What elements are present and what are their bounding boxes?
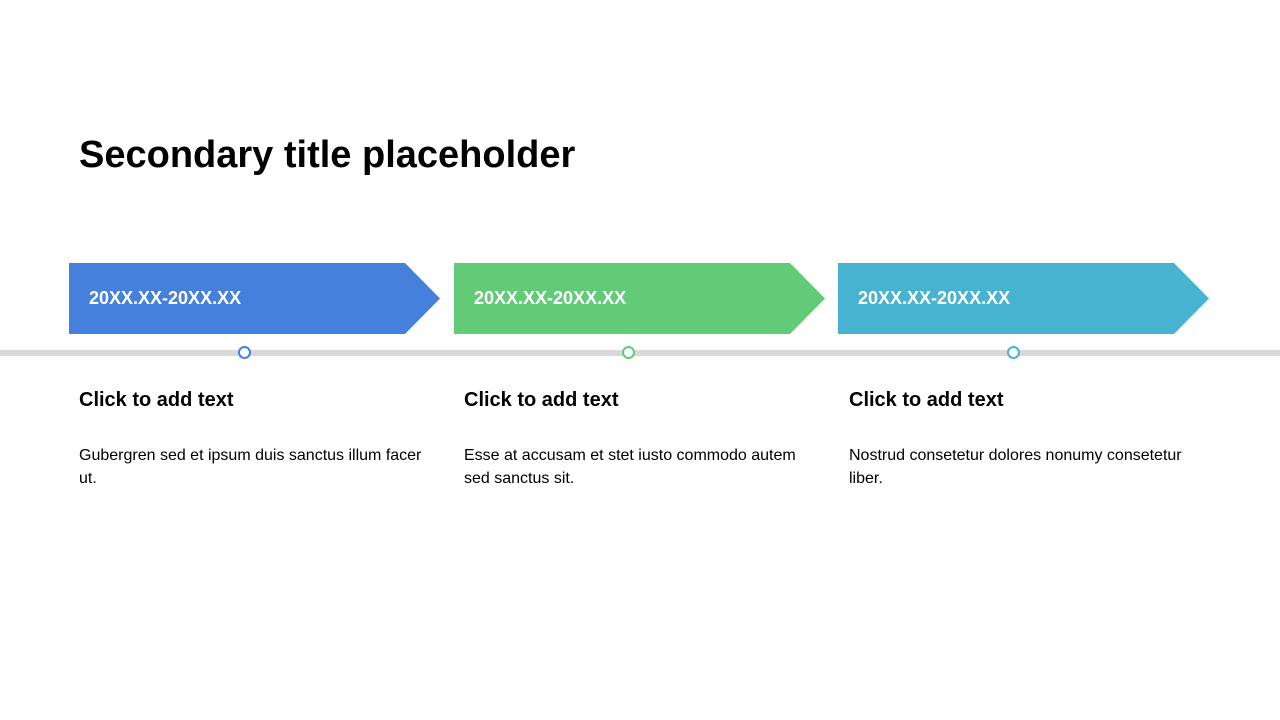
timeline-marker-1 [238,346,251,359]
stage-heading[interactable]: Click to add text [79,389,234,411]
slide-title[interactable]: Secondary title placeholder [79,134,576,176]
stage-arrow-2[interactable]: 20XX.XX-20XX.XX [454,263,825,334]
stage-body[interactable]: Nostrud consetetur dolores nonumy conset… [849,447,1182,487]
stage-date: 20XX.XX-20XX.XX [858,288,1011,308]
stage-heading[interactable]: Click to add text [849,389,1004,411]
stage-date: 20XX.XX-20XX.XX [89,288,242,308]
stage-text-3: Click to add text Nostrud consetetur dol… [849,386,1199,490]
stage-body[interactable]: Gubergren sed et ipsum duis sanctus illu… [79,447,422,487]
stage-text-1: Click to add text Gubergren sed et ipsum… [79,386,429,490]
timeline-marker-2 [622,346,635,359]
stage-heading[interactable]: Click to add text [464,389,619,411]
timeline-line [0,350,1280,356]
timeline-marker-3 [1007,346,1020,359]
stage-arrow-3[interactable]: 20XX.XX-20XX.XX [838,263,1209,334]
stage-arrow-1[interactable]: 20XX.XX-20XX.XX [69,263,440,334]
stage-date: 20XX.XX-20XX.XX [474,288,627,308]
stage-text-2: Click to add text Esse at accusam et ste… [464,386,814,490]
stage-body[interactable]: Esse at accusam et stet iusto commodo au… [464,447,796,487]
